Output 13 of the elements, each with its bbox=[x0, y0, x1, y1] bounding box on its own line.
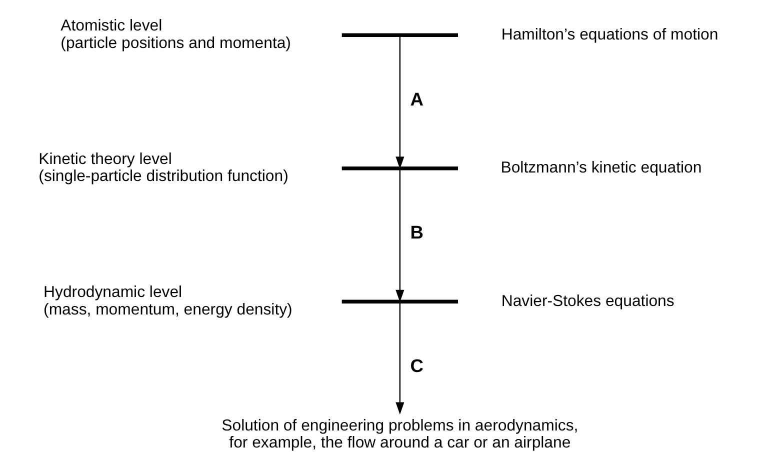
node-label: (single-particle distribution function) bbox=[38, 168, 288, 186]
edge-label: C bbox=[410, 354, 424, 376]
node-text: Solution of engineering problems in aerodynamics, for example, the flow around a car or an airplane bbox=[222, 417, 578, 452]
node-label: Navier-Stokes equations bbox=[501, 292, 674, 310]
edge-label: B bbox=[410, 222, 424, 243]
node-label: Kinetic theory level bbox=[38, 150, 172, 168]
node-label: Hydrodynamic level bbox=[44, 284, 182, 302]
node-label: Atomistic level bbox=[60, 18, 162, 35]
node-label: Boltzmann’s kinetic equation bbox=[500, 160, 702, 177]
node-label: Hamilton’s equations of motion bbox=[501, 26, 718, 44]
edge-label: A bbox=[410, 88, 424, 110]
node-label: (mass, momentum, energy density) bbox=[44, 301, 292, 318]
node-label: (particle positions and momenta) bbox=[60, 34, 291, 52]
